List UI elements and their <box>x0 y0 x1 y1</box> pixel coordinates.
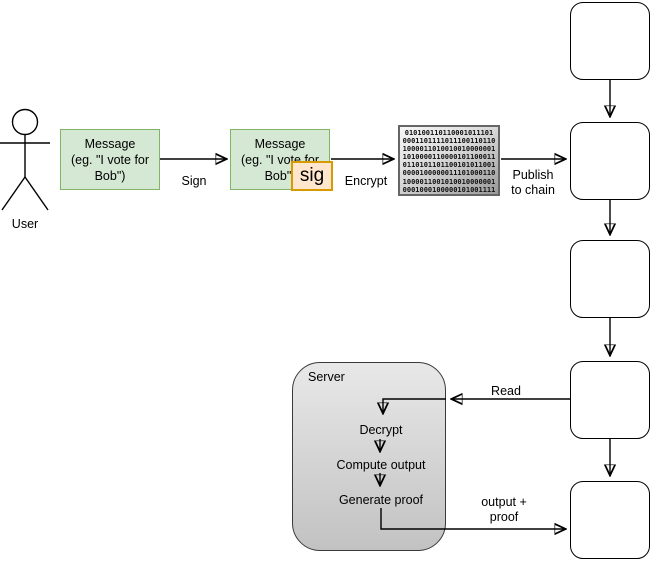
message-box-1: Message (eg. "I vote for Bob") <box>60 129 160 190</box>
edge-label-sign: Sign <box>181 174 207 188</box>
signature-badge-label: sig <box>299 165 325 186</box>
edge-label-read: Read <box>491 384 521 398</box>
chain-block-2 <box>570 122 650 200</box>
server-step-generate-proof: Generate proof <box>338 493 424 507</box>
actor-left-leg <box>1 176 26 211</box>
chain-block-1 <box>570 2 650 80</box>
actor-label: User <box>11 217 39 231</box>
ciphertext-line: 0001101111011100110110 <box>402 137 496 146</box>
message-box-1-line3: Bob") <box>94 168 126 183</box>
ciphertext-line: 1000011010010010000001 <box>402 145 496 154</box>
actor-head <box>11 108 39 136</box>
message-box-2: Message (eg. "I vote for Bob") <box>230 129 330 190</box>
message-box-1-line2: (eg. "I vote for <box>70 152 150 167</box>
message-box-1-line1: Message <box>84 136 136 151</box>
ciphertext-line: 010100110110001011101 <box>404 129 494 137</box>
server-box <box>292 362 446 551</box>
ciphertext-line: 0110101101100101011001 <box>402 161 496 170</box>
user-actor-figure <box>0 108 50 211</box>
edge-label-publish-line1: Publish <box>512 168 554 182</box>
ciphertext-line: 0000100000011101000110 <box>402 169 496 178</box>
edge-label-publish-to-chain: Publish to chain <box>493 168 573 197</box>
server-title: Server <box>308 370 345 384</box>
ciphertext-line: 1010000110000101100011 <box>402 153 496 162</box>
server-step-decrypt: Decrypt <box>359 423 403 437</box>
ciphertext-box: 010100110110001011101 000110111101110011… <box>398 125 500 196</box>
edge-label-output-line1: output + <box>481 495 527 509</box>
signature-badge: sig <box>291 161 333 191</box>
edge-label-publish-line2: to chain <box>511 182 555 197</box>
ciphertext-line: 1000011001010010000001 <box>402 177 496 186</box>
chain-block-3 <box>570 240 650 318</box>
edge-label-output-line2: proof <box>489 509 519 524</box>
ciphertext-line: 0001000100000101001111 <box>402 185 496 194</box>
chain-block-5 <box>570 481 650 559</box>
chain-block-4 <box>570 361 650 439</box>
server-step-compute-output: Compute output <box>336 458 426 472</box>
message-box-2-line3: Bob") <box>264 168 296 183</box>
message-box-2-line1: Message <box>254 136 306 151</box>
edge-label-output-proof: output + proof <box>464 495 544 524</box>
actor-right-leg <box>24 176 49 211</box>
edge-label-encrypt: Encrypt <box>344 174 388 188</box>
